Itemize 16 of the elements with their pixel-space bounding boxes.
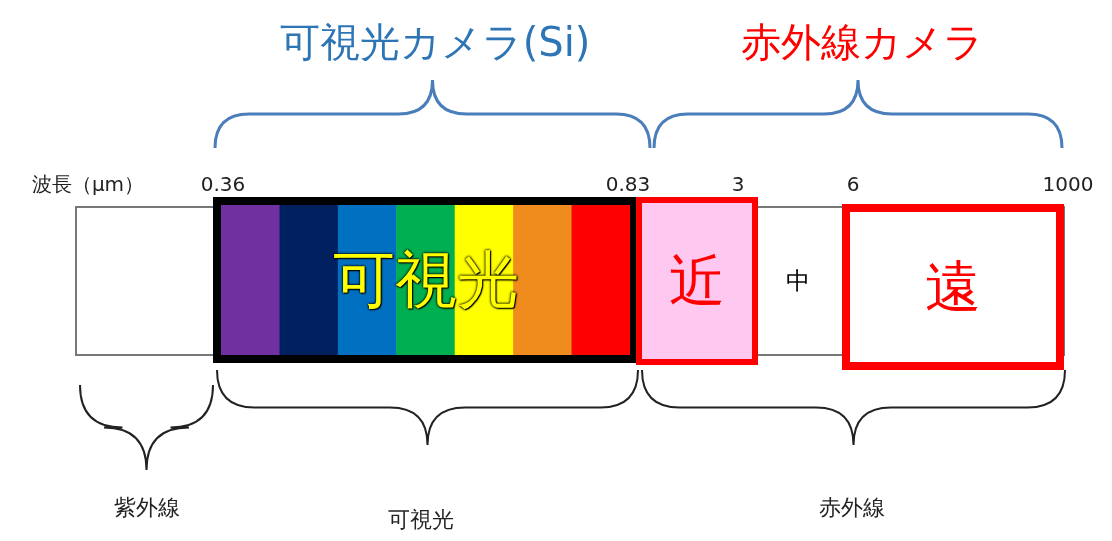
tick-label: 0.83 [605, 172, 651, 196]
band-label: 近 [669, 253, 725, 309]
tick-label: 1000 [1042, 172, 1094, 196]
axis-title: 波長（μm） [31, 170, 145, 198]
camera-range-label: 赤外線カメラ [740, 17, 984, 67]
region-label: 可視光 [388, 506, 454, 534]
near-infrared-box [636, 197, 758, 365]
tick-label: 3 [731, 172, 745, 196]
far-infrared-box [842, 204, 1064, 370]
region-label: 赤外線 [819, 494, 885, 522]
tick-label: 0.36 [200, 172, 246, 196]
band-label: 中 [786, 269, 810, 293]
region-label: 紫外線 [114, 494, 180, 522]
band-label: 遠 [925, 259, 981, 315]
tick-label: 6 [846, 172, 860, 196]
camera-range-label: 可視光カメラ(Si) [279, 17, 591, 67]
